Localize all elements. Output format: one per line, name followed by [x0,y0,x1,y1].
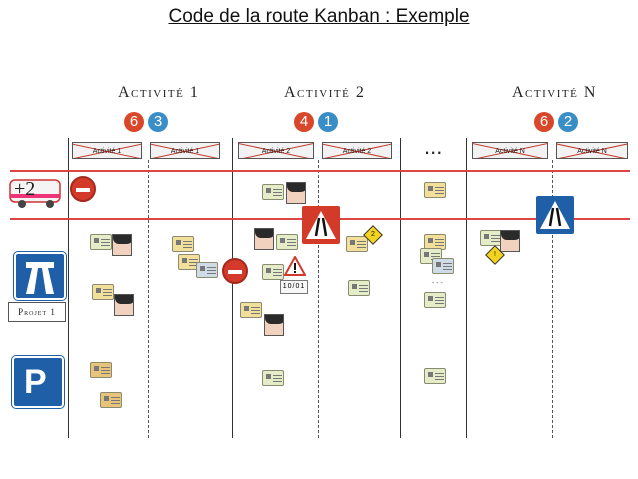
card[interactable] [424,182,446,198]
wip-limit-n: 6 [534,112,554,132]
card[interactable] [262,264,284,280]
expedite-badge: +2 [14,178,36,200]
column-line [318,160,319,438]
no-entry-icon [70,176,96,202]
card[interactable] [276,234,298,250]
card[interactable] [424,368,446,384]
card[interactable] [424,292,446,308]
card[interactable] [348,280,370,296]
road-narrows-icon [302,206,340,244]
subheader-1a: Activité 1 [72,142,142,159]
subheader-1b: Activité 1 [150,142,220,159]
ellipsis-small: - - - [432,280,443,287]
card[interactable] [90,234,112,250]
avatar-icon [112,234,132,256]
column-heading-n: Activité N [512,84,597,101]
card[interactable] [100,392,122,408]
card[interactable] [262,370,284,386]
avatar-icon [264,314,284,336]
warning-icon [283,254,307,276]
subheader-2b: Activité 2 [322,142,392,159]
motorway-icon [13,251,67,301]
card[interactable] [240,302,262,318]
card[interactable] [262,184,284,200]
card[interactable] [480,230,502,246]
card[interactable] [92,284,114,300]
card[interactable] [172,236,194,252]
wip-limit-2: 4 [294,112,314,132]
column-line [148,160,149,438]
ambulance-icon [8,174,66,210]
wip-limit-1: 6 [124,112,144,132]
subheader-nb: Activité N [556,142,628,159]
avatar-icon [254,228,274,250]
column-line [68,138,69,438]
ellipsis: ... [424,134,443,159]
page-title: Code de la route Kanban : Exemple [168,6,470,27]
card[interactable] [346,236,368,252]
subheader-na: Activité N [472,142,548,159]
avatar-icon [500,230,520,252]
column-line [232,138,233,438]
column-line [400,138,401,438]
parking-icon: P [11,355,65,409]
column-line [466,138,467,438]
wip-current-2: 1 [318,112,338,132]
avatar-icon [114,294,134,316]
column-line [552,160,553,438]
project-label: Projet 1 [8,302,66,322]
date-tag: 10/01 [280,280,308,294]
wip-current-n: 2 [558,112,578,132]
column-heading-2: Activité 2 [284,84,366,101]
card[interactable] [90,362,112,378]
subheader-2a: Activité 2 [238,142,314,159]
lane-line-top [10,170,630,172]
no-entry-icon [222,258,248,284]
card[interactable] [178,254,200,270]
card[interactable] [196,262,218,278]
avatar-icon [286,182,306,204]
card[interactable] [432,258,454,274]
column-heading-1: Activité 1 [118,84,200,101]
road-narrows-icon [536,196,574,234]
wip-current-1: 3 [148,112,168,132]
